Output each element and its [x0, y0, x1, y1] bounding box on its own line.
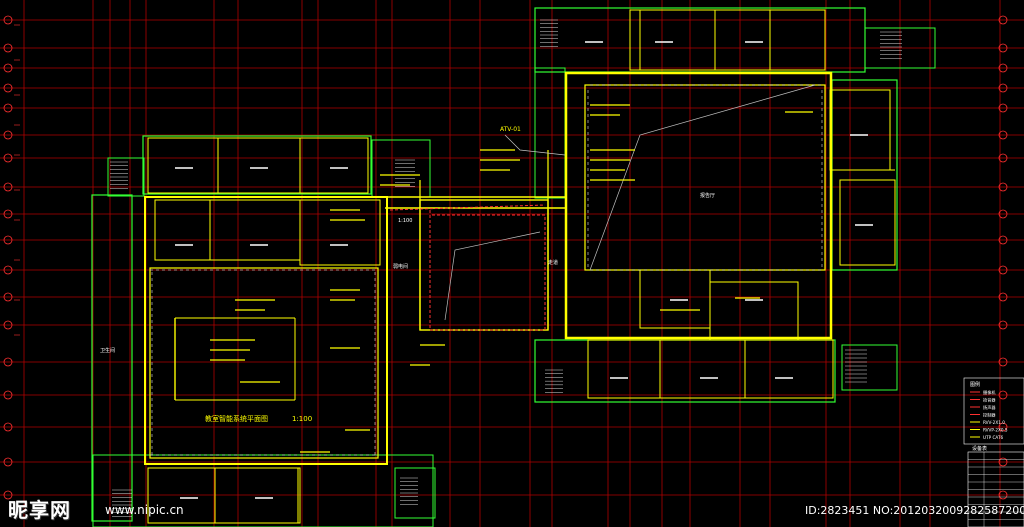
nipic-url-watermark: www.nipic.cn: [105, 503, 184, 517]
building-walls-yellow: [144, 9, 896, 524]
grid-bubble: [998, 457, 1008, 467]
grid-bubble: [998, 422, 1008, 432]
grid-bubble: [998, 83, 1008, 93]
grid-bubble: [998, 292, 1008, 302]
legend-item-label: 拾音器: [983, 397, 996, 404]
drawing-scale: 1:100: [292, 415, 312, 423]
leader-line: [444, 231, 541, 321]
grid-bubble: [3, 292, 13, 302]
lecture-hall-west-inner: [149, 267, 379, 459]
grid-bubble: [998, 103, 1008, 113]
grid-bubble: [3, 83, 13, 93]
classroom-row-north: [629, 9, 826, 71]
grid-bubble: [3, 182, 13, 192]
level-note: 1:100: [398, 218, 412, 224]
green-bottom-wing: [92, 454, 434, 527]
lecture-hall-west-outline: [144, 196, 388, 465]
grid-bubble: [3, 130, 13, 140]
grid-bubble: [3, 390, 13, 400]
legend-item-label: RVVP-2X0.5: [983, 428, 1008, 433]
legend-item-label: 控制器: [983, 412, 996, 419]
grid-bubble: [998, 490, 1008, 500]
grid-bubble: [3, 357, 13, 367]
green-top-wing: [142, 135, 372, 195]
grid-bubble: [3, 153, 13, 163]
equipment-tag: ATV-01: [500, 126, 521, 133]
grid-bubble: [998, 235, 1008, 245]
room-labels: [175, 41, 873, 499]
classroom-row-top: [147, 137, 369, 194]
cable-annotations: [210, 84, 816, 453]
grid-bubble: [3, 320, 13, 330]
equipment-table: 设备表: [967, 445, 1024, 527]
grid-bubble: [3, 235, 13, 245]
cable-route-corridor: [389, 204, 546, 211]
legend-item-label: RVV-2X1.0: [983, 420, 1005, 425]
green-stair-block: [107, 157, 145, 197]
grid-bubble: [998, 153, 1008, 163]
grid-bubble: [998, 15, 1008, 25]
classroom-small-3: [154, 199, 211, 261]
legend-item-label: UTP CAT6: [983, 435, 1004, 440]
green-stair-block-4: [841, 344, 898, 391]
grid-bubble: [998, 320, 1008, 330]
drawing-title: 教室智能系统平面图: [205, 414, 268, 423]
grid-bubble: [998, 390, 1008, 400]
green-stair-block-5: [864, 27, 936, 69]
weak-current-room-label: 弱电间: [393, 263, 408, 270]
grid-bubble: [3, 43, 13, 53]
cable-route-lobby: [429, 210, 546, 331]
grid-bubble: [3, 209, 13, 219]
grid-bubble: [998, 130, 1008, 140]
green-stair-block-3: [394, 467, 436, 519]
leader-line: [504, 134, 566, 156]
grid-bubble: [3, 457, 13, 467]
leader-line: [589, 84, 816, 271]
grid-bubble: [3, 265, 13, 275]
green-west-wing: [91, 194, 133, 522]
hall-label: 报告厅: [700, 192, 715, 199]
classroom-bottom-2: [214, 467, 301, 524]
corridor-label: 走道: [548, 259, 558, 266]
lecture-hall-east-outline: [564, 71, 833, 340]
grid-bubble: [3, 15, 13, 25]
grid-bubble: [998, 265, 1008, 275]
nipic-logo-watermark: 昵享网: [8, 498, 71, 522]
equipment-table-title: 设备表: [972, 445, 987, 452]
grid-bubble: [3, 63, 13, 73]
grid-bubble: [3, 490, 13, 500]
grid-bubble: [3, 422, 13, 432]
grid-bubble: [998, 182, 1008, 192]
grid-bubble: [3, 103, 13, 113]
legend-item-label: 摄像机: [983, 389, 996, 396]
grid-bubble: [998, 43, 1008, 53]
legend-item-label: 扬声器: [983, 404, 996, 411]
image-id-watermark: ID:2823451 NO:20120320092825872000: [805, 504, 1024, 517]
toilet-label: 卫生间: [100, 347, 115, 354]
axis-grid-labels: [3, 15, 1008, 500]
grid-bubble: [998, 63, 1008, 73]
grid-bubble: [998, 209, 1008, 219]
classroom-east-2: [839, 179, 896, 266]
legend-title: 图例: [970, 381, 980, 388]
grid-bubble: [998, 357, 1008, 367]
